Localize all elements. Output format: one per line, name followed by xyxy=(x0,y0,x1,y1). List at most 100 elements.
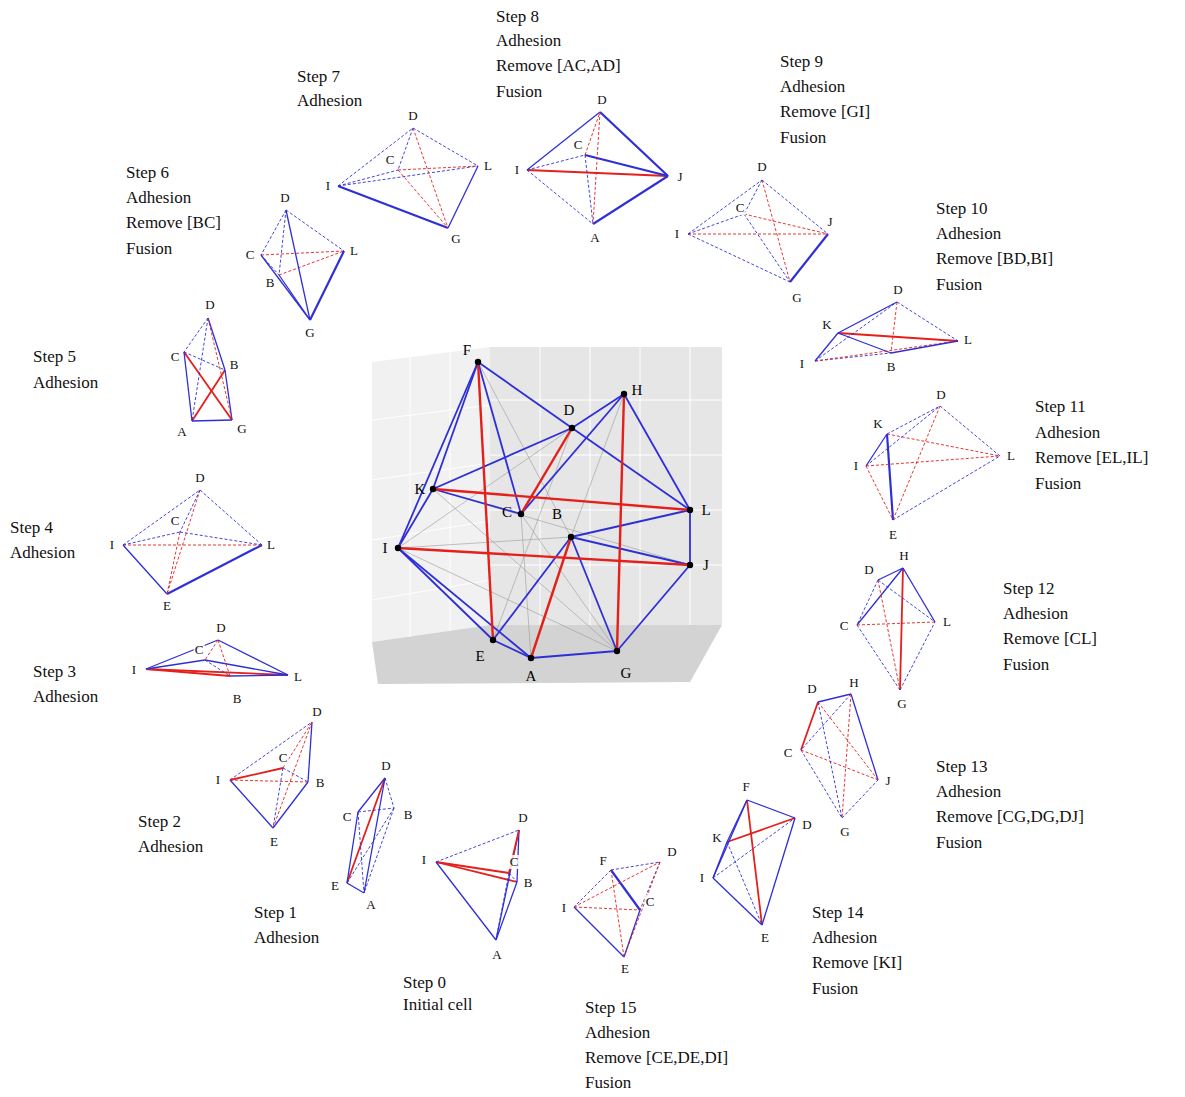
cell-edge xyxy=(747,800,762,925)
cell-edge xyxy=(713,878,762,925)
cell-edge xyxy=(815,333,838,361)
cell-edge xyxy=(230,780,308,782)
vertex-label: D xyxy=(204,298,215,312)
vertex-label: I xyxy=(215,773,221,787)
cell-edge xyxy=(230,768,283,780)
cell-edge xyxy=(521,428,572,514)
step-caption: Fusion xyxy=(496,81,542,103)
step-caption: Adhesion xyxy=(126,187,191,209)
cell-edge xyxy=(572,428,690,510)
cell-edge xyxy=(851,694,878,780)
step-caption: Step 6 xyxy=(126,162,169,184)
cell-edge xyxy=(527,155,585,170)
step-caption: Step 0 xyxy=(403,972,446,994)
cell-edge xyxy=(338,170,398,186)
step-caption: Step 1 xyxy=(254,902,297,924)
cell-edge xyxy=(887,406,940,434)
floor xyxy=(372,625,722,684)
cell-edge xyxy=(433,489,690,565)
cell-edge xyxy=(878,568,903,580)
cell-edge xyxy=(180,532,262,545)
cell-edge xyxy=(283,768,308,782)
cell-edge xyxy=(891,302,897,353)
cell-edge xyxy=(192,370,225,421)
cell-edge xyxy=(286,210,344,251)
cell-edge xyxy=(585,112,600,155)
cell-edge xyxy=(310,251,344,320)
cell-edge xyxy=(436,862,496,940)
cell-edge xyxy=(574,907,640,910)
cell-edge xyxy=(762,818,795,925)
step-caption: Remove [BC] xyxy=(126,212,221,234)
cell-edge xyxy=(398,166,478,170)
vertex-label: I xyxy=(699,871,705,885)
cell-edge xyxy=(624,910,640,957)
step-caption: Adhesion xyxy=(138,836,203,858)
cell-edge xyxy=(184,352,232,420)
vertex-label: A xyxy=(526,668,537,684)
vertex-label: G xyxy=(450,232,461,246)
step-caption: Fusion xyxy=(936,274,982,296)
vertex-label: D xyxy=(863,563,874,577)
vertex-label: D xyxy=(756,160,767,174)
vertex-dot xyxy=(395,545,401,551)
vertex-label: J xyxy=(884,774,891,788)
cell-edge xyxy=(358,808,394,812)
vertex-label: K xyxy=(872,417,883,431)
cell-edge xyxy=(496,873,509,940)
vertex-dot xyxy=(568,534,574,540)
vertex-label: I xyxy=(131,663,137,677)
cell-edge xyxy=(230,675,288,676)
cell-edge xyxy=(878,580,935,622)
cell-edge xyxy=(611,870,640,910)
cell-edge xyxy=(688,234,790,282)
cell-edge xyxy=(167,490,200,594)
vertex-dot xyxy=(430,486,436,492)
step-caption: Step 8 xyxy=(496,6,539,28)
cell-edge xyxy=(801,702,818,750)
cell-edge xyxy=(624,862,660,957)
vertex-label: J xyxy=(676,170,683,184)
vertex-dot xyxy=(528,655,534,661)
cell-edge xyxy=(123,490,200,545)
cell-edge xyxy=(838,333,891,353)
cell-edge xyxy=(521,514,531,658)
cell-edge xyxy=(167,532,180,594)
cell-edge xyxy=(801,750,842,818)
vertex-label: B xyxy=(523,876,534,890)
step-caption: Step 9 xyxy=(780,51,823,73)
cell-edge xyxy=(842,694,851,818)
vertex-label: I xyxy=(853,459,859,473)
cell-edge xyxy=(527,112,600,170)
vertex-label: F xyxy=(463,342,471,358)
vertex-label: E xyxy=(760,931,770,945)
step-caption: Step 15 xyxy=(585,997,636,1019)
vertex-label: D xyxy=(666,845,677,859)
cell-edge xyxy=(866,456,1000,466)
cell-edge xyxy=(903,568,935,622)
cell-edge xyxy=(205,640,218,660)
step-caption: Adhesion xyxy=(33,372,98,394)
step-caption: Step 10 xyxy=(936,198,987,220)
step-caption: Adhesion xyxy=(496,30,561,52)
step-caption: Step 5 xyxy=(33,346,76,368)
cell-edge xyxy=(184,352,192,421)
cell-edge xyxy=(338,166,478,186)
cell-edge xyxy=(617,394,624,651)
vertex-label: D xyxy=(311,705,322,719)
cell-edge xyxy=(398,548,690,565)
step-caption: Adhesion xyxy=(10,542,75,564)
step-caption: Fusion xyxy=(780,127,826,149)
cell-edge xyxy=(478,362,493,640)
cell-edge xyxy=(747,800,795,818)
vertex-label: L xyxy=(483,159,493,173)
cell-edge xyxy=(493,640,531,658)
cell-edge xyxy=(790,234,828,282)
vertex-label: E xyxy=(475,648,484,664)
step-caption: Adhesion xyxy=(297,90,362,112)
cell-edge xyxy=(866,466,893,520)
cell-edge xyxy=(413,128,478,166)
vertex-label: D xyxy=(517,811,528,825)
cell-edge xyxy=(574,907,624,957)
vertex-label: C xyxy=(385,153,396,167)
